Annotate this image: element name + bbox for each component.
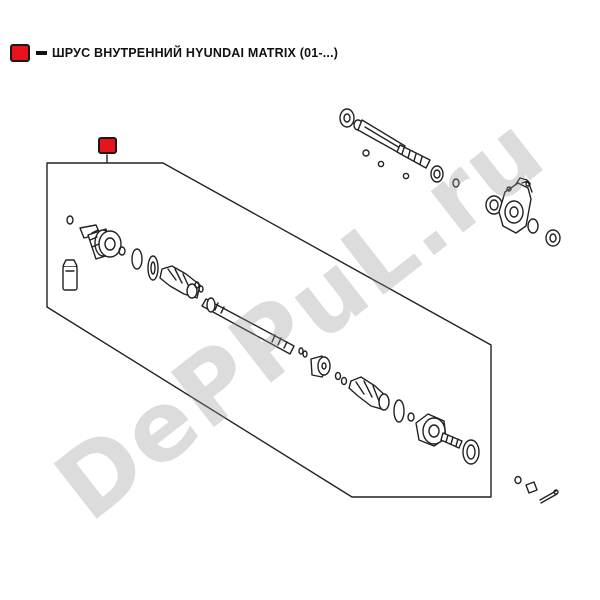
outer-cv-joint: [415, 413, 480, 465]
inner-boot: [159, 265, 201, 299]
damper-weight: [310, 355, 348, 386]
grease-tube: [62, 259, 78, 291]
callout-red-square-icon: [98, 137, 117, 154]
legend-caption: ШРУС ВНУТРЕННИЙ HYUNDAI MATRIX (01-...): [52, 46, 339, 60]
assembly-frame: [46, 154, 492, 498]
outer-boot: [348, 376, 415, 423]
legend: ШРУС ВНУТРЕННИЙ HYUNDAI MATRIX (01-...): [10, 42, 338, 64]
intermediate-shaft-assembly: [339, 108, 460, 188]
drive-shaft: [201, 297, 295, 355]
legend-red-square-icon: [10, 44, 30, 62]
legend-dash: [36, 51, 47, 55]
shaft-rings: [194, 281, 308, 358]
inner-cv-joint-parts: [66, 215, 159, 281]
hub-nut-hardware: [514, 475, 559, 504]
bearing-bracket-assembly: [485, 177, 561, 247]
